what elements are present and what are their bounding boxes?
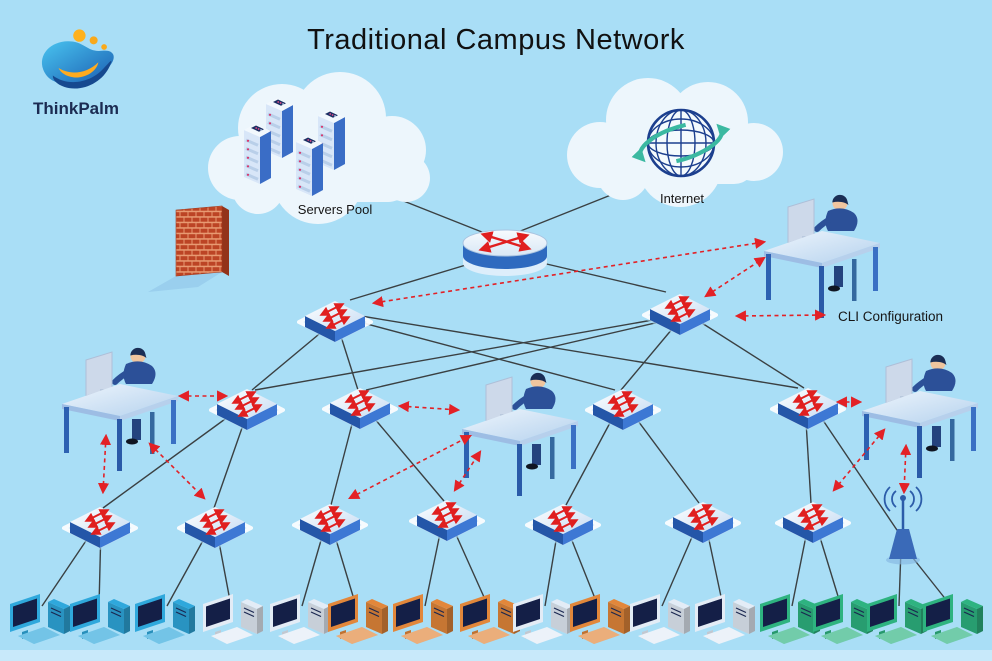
access-switch-6 <box>667 502 739 545</box>
workstation-pc-11 <box>629 593 691 645</box>
servers-pool-label: Servers Pool <box>297 202 373 217</box>
workstation-pc-9 <box>512 593 574 645</box>
bottom-highlight-band <box>0 650 992 661</box>
admin-desk-top-right <box>764 195 880 318</box>
internet-globe-icon <box>631 108 731 178</box>
workstation-pc-10 <box>569 593 631 645</box>
workstation-row <box>9 593 984 645</box>
workstation-pc-15 <box>866 593 928 645</box>
workstation-pc-3 <box>134 593 196 645</box>
admin-desk-middle <box>462 373 578 496</box>
internet-label: Internet <box>659 191 705 206</box>
workstation-pc-8 <box>459 593 521 645</box>
workstation-pc-16 <box>922 593 984 645</box>
access-switch-5 <box>527 504 599 547</box>
page-title: Traditional Campus Network <box>307 24 685 56</box>
workstation-pc-6 <box>327 593 389 645</box>
access-switch-7 <box>777 502 849 545</box>
workstation-pc-12 <box>694 593 756 645</box>
admin-desk-left <box>62 348 178 471</box>
aggregation-switch-2 <box>644 294 716 337</box>
distribution-switch-4 <box>772 388 844 431</box>
cli-configuration-label: CLI Configuration <box>838 309 944 324</box>
aggregation-switch-1 <box>299 301 371 344</box>
thinkpalm-logo-text: ThinkPalm <box>33 99 119 118</box>
wireless-access-point-icon <box>883 486 923 565</box>
access-switch-1 <box>64 507 136 550</box>
workstation-pc-5 <box>269 593 331 645</box>
admin-desk-right <box>862 355 978 478</box>
workstation-pc-4 <box>202 593 264 645</box>
workstation-pc-7 <box>392 593 454 645</box>
workstation-pc-14 <box>812 593 874 645</box>
cli-dashed-arrows <box>97 237 912 500</box>
access-switch-4 <box>411 500 483 543</box>
workstation-pc-13 <box>759 593 821 645</box>
firewall-icon <box>148 205 229 292</box>
distribution-switch-1 <box>211 389 283 432</box>
access-switch-2 <box>179 507 251 550</box>
workstation-pc-2 <box>69 593 131 645</box>
core-router-icon <box>462 229 548 276</box>
distribution-switch-3 <box>587 389 659 432</box>
thinkpalm-logo-icon <box>41 29 114 89</box>
workstation-pc-1 <box>9 593 71 645</box>
distribution-switch-2 <box>324 388 396 431</box>
access-switch-3 <box>294 504 366 547</box>
